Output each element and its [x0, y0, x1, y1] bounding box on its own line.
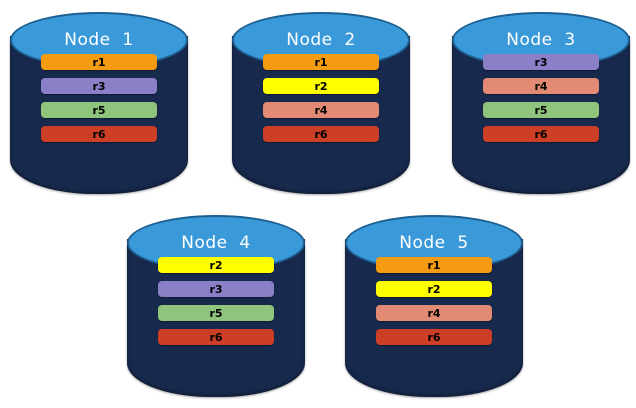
- replica-bar[interactable]: r5: [483, 102, 599, 118]
- replica-bar[interactable]: r2: [263, 78, 379, 94]
- replica-list: r3 r4 r5 r6: [483, 54, 599, 142]
- replica-bar[interactable]: r6: [483, 126, 599, 142]
- replica-bar[interactable]: r3: [158, 281, 274, 297]
- replica-list: r1 r2 r4 r6: [376, 257, 492, 345]
- replica-bar[interactable]: r1: [263, 54, 379, 70]
- replica-bar[interactable]: r4: [483, 78, 599, 94]
- replica-bar[interactable]: r2: [376, 281, 492, 297]
- replica-bar[interactable]: r2: [158, 257, 274, 273]
- replica-bar[interactable]: r6: [41, 126, 157, 142]
- replica-bar[interactable]: r6: [263, 126, 379, 142]
- replica-bar[interactable]: r6: [376, 329, 492, 345]
- node-top-ellipse: [10, 12, 188, 68]
- replica-bar[interactable]: r4: [376, 305, 492, 321]
- replica-bar[interactable]: r1: [376, 257, 492, 273]
- replica-bar[interactable]: r3: [41, 78, 157, 94]
- replica-bar[interactable]: r6: [158, 329, 274, 345]
- replica-list: r1 r3 r5 r6: [41, 54, 157, 142]
- replica-list: r1 r2 r4 r6: [263, 54, 379, 142]
- replica-bar[interactable]: r5: [41, 102, 157, 118]
- replica-bar[interactable]: r1: [41, 54, 157, 70]
- replica-bar[interactable]: r4: [263, 102, 379, 118]
- replica-bar[interactable]: r5: [158, 305, 274, 321]
- replica-bar[interactable]: r3: [483, 54, 599, 70]
- replica-list: r2 r3 r5 r6: [158, 257, 274, 345]
